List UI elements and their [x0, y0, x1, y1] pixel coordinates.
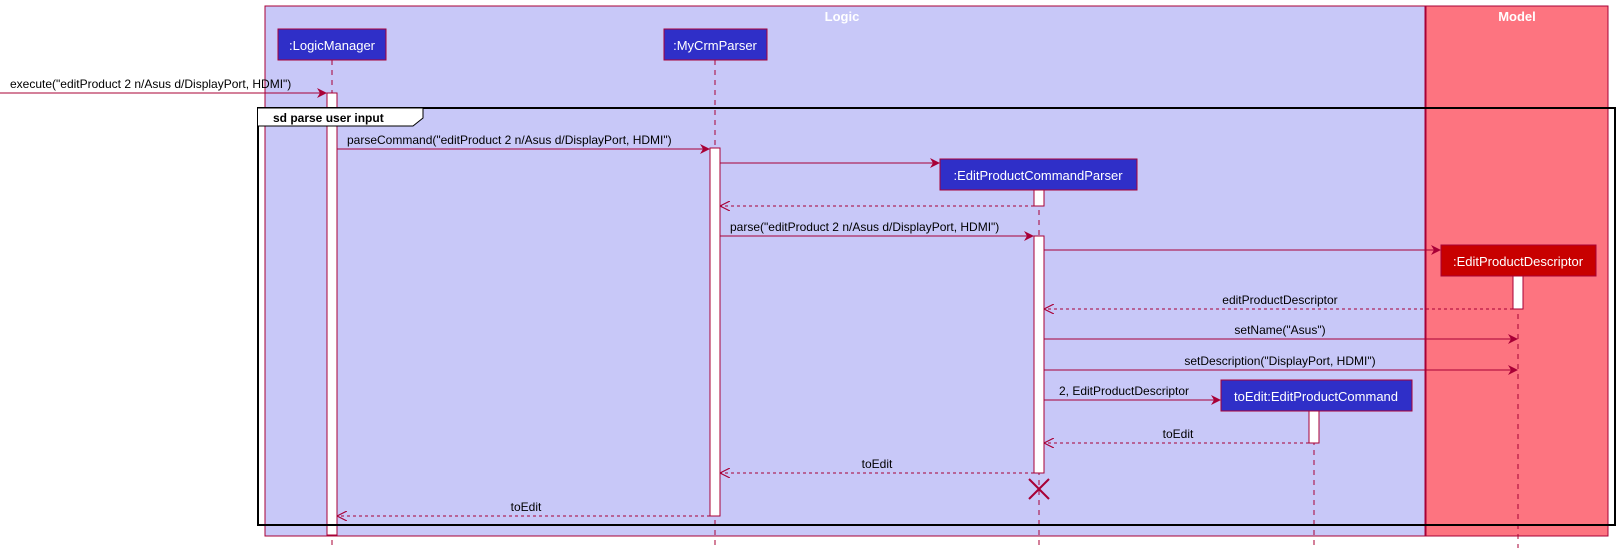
activation-logic-manager [326, 92, 338, 536]
message-return-to-edit-2-label: toEdit [862, 457, 893, 471]
message-return-to-edit-1-label: toEdit [1163, 427, 1194, 441]
participant-logic-manager: :LogicManager [277, 28, 387, 61]
participant-edit-product-command-parser-label: :EditProductCommandParser [953, 168, 1123, 183]
destroy-marker [1028, 478, 1050, 500]
message-create-command-label: 2, EditProductDescriptor [1059, 384, 1189, 398]
participant-edit-product-descriptor-label: :EditProductDescriptor [1453, 254, 1584, 269]
activation-edit-command [1308, 409, 1320, 444]
activation-parser-parse [1033, 235, 1045, 474]
activation-bars [326, 92, 1524, 536]
participant-edit-product-command: toEdit:EditProductCommand [1220, 379, 1413, 412]
activation-parser-create [1033, 189, 1045, 207]
participant-edit-product-command-label: toEdit:EditProductCommand [1234, 389, 1398, 404]
participant-edit-product-descriptor: :EditProductDescriptor [1440, 244, 1597, 277]
model-group-title: Model [1498, 9, 1536, 24]
activation-descriptor [1512, 273, 1524, 310]
participant-edit-product-command-parser: :EditProductCommandParser [939, 158, 1138, 191]
message-return-descriptor-label: editProductDescriptor [1222, 293, 1337, 307]
logic-group: Logic [264, 5, 1426, 537]
sd-frame: sd parse user input [257, 107, 1616, 526]
message-return-to-edit-3-label: toEdit [511, 500, 542, 514]
messages: execute("editProduct 2 n/Asus d/DisplayP… [0, 77, 1518, 516]
participant-mycrm-parser: :MyCrmParser [663, 28, 768, 61]
message-set-description-label: setDescription("DisplayPort, HDMI") [1184, 354, 1375, 368]
participant-logic-manager-label: :LogicManager [289, 38, 376, 53]
logic-group-title: Logic [825, 9, 860, 24]
message-execute-label: execute("editProduct 2 n/Asus d/DisplayP… [10, 77, 291, 91]
message-parse-label: parse("editProduct 2 n/Asus d/DisplayPor… [730, 220, 999, 234]
participant-mycrm-parser-label: :MyCrmParser [673, 38, 757, 53]
activation-mycrm-parser [709, 147, 721, 517]
message-set-name-label: setName("Asus") [1234, 323, 1325, 337]
sd-frame-title: sd parse user input [273, 111, 384, 125]
message-parse-command-label: parseCommand("editProduct 2 n/Asus d/Dis… [347, 133, 672, 147]
